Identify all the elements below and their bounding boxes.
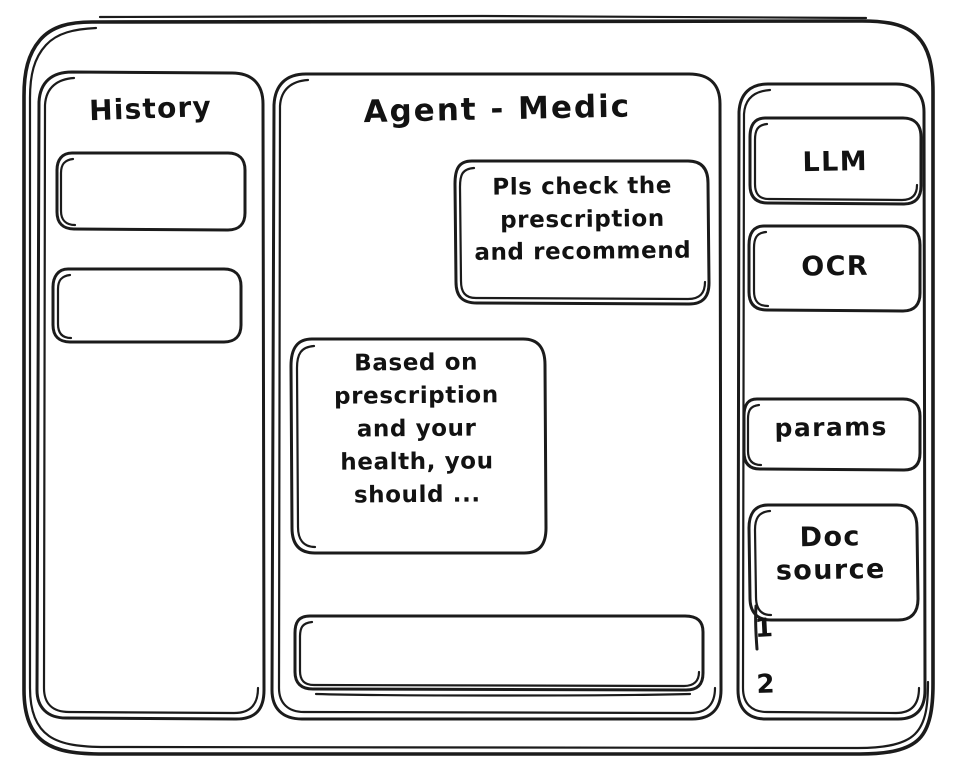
history-panel <box>37 72 264 719</box>
tools-panel <box>738 84 925 719</box>
agent-panel <box>272 74 721 719</box>
